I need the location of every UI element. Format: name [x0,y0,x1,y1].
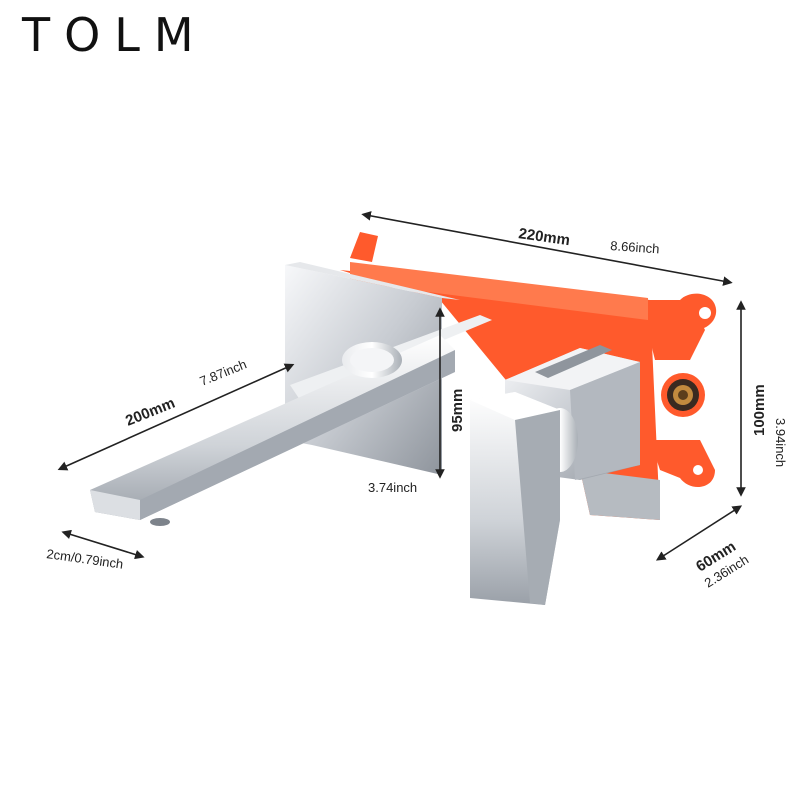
dim-line-2cm [61,529,145,560]
mixer-handle [470,345,640,605]
label-box-inch: 3.94inch [773,418,788,467]
dim-line-220 [361,211,733,286]
label-spout-thickness: 2cm/0.79inch [46,546,125,572]
label-handle-mm: 95mm [449,389,466,432]
dimension-lines [57,211,746,561]
label-handle-inch: 3.74inch [368,480,417,495]
label-box-mm: 100mm [751,384,768,436]
label-spout-inch: 7.87inch [198,356,249,388]
brand-logo: TOLM [22,8,208,62]
dim-line-60 [655,505,743,561]
label-width-inch: 8.66inch [610,238,660,256]
dim-line-200 [57,363,295,471]
label-width-mm: 220mm [517,225,571,249]
label-spout-mm: 200mm [123,395,177,430]
